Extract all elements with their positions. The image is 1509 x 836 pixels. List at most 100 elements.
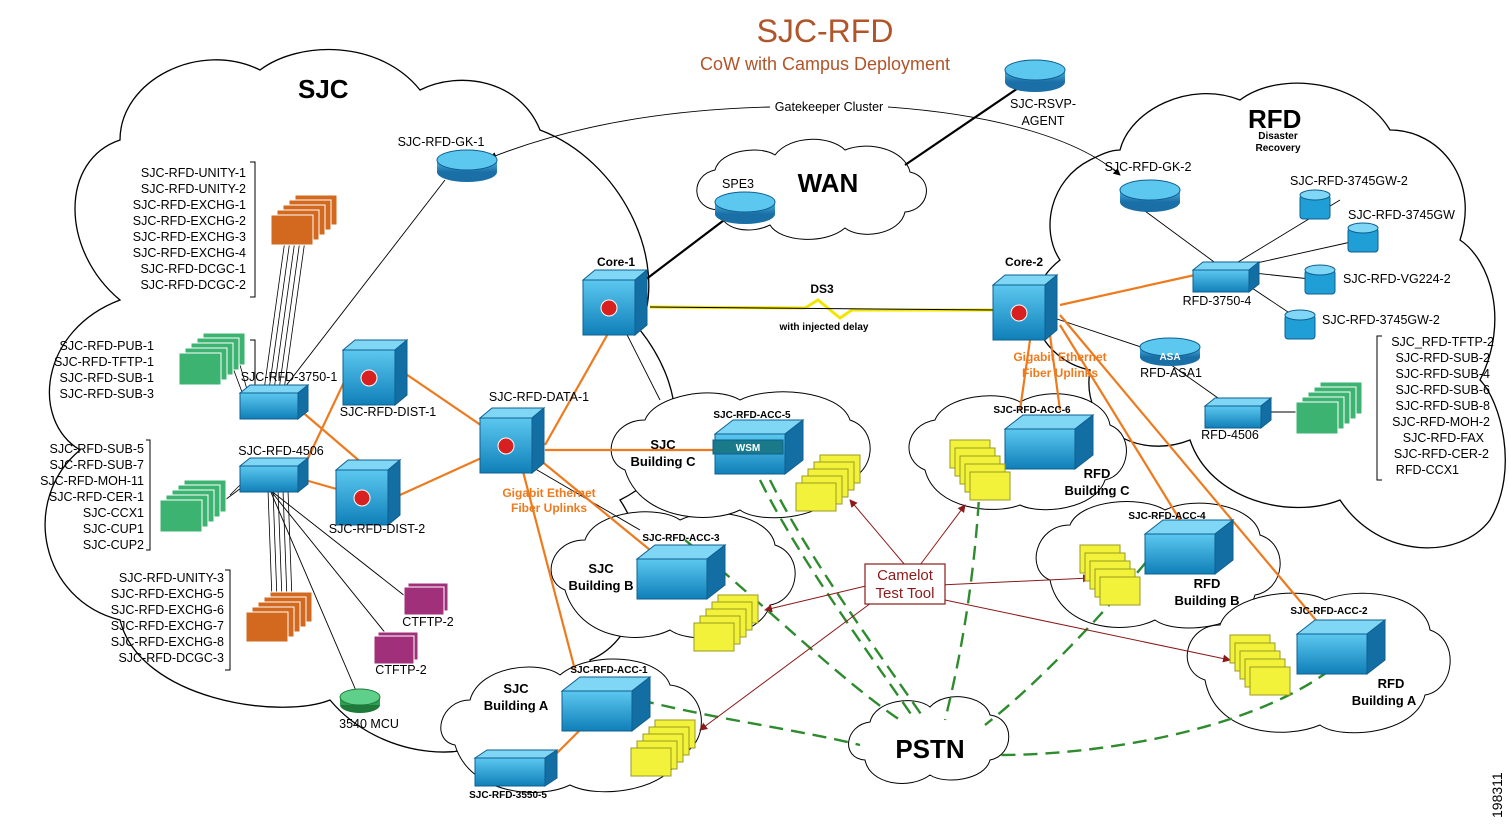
servers-purple-b <box>373 631 419 665</box>
list-item: SJC-RFD-SUB-7 <box>50 458 144 472</box>
ds3-sub-label: with injected delay <box>779 322 869 333</box>
phones-sjc-c <box>795 454 861 512</box>
list-item: SJC-RFD-UNITY-2 <box>141 182 246 196</box>
bld-rfd-c-1: RFD <box>1084 466 1111 481</box>
access-switches <box>238 260 1387 787</box>
region-rfd: RFD <box>1248 104 1301 134</box>
list-item: SJC-RFD-EXCHG-8 <box>111 635 224 649</box>
diagram-title: SJC-RFD <box>757 13 894 49</box>
label-acc2: SJC-RFD-ACC-2 <box>1290 606 1368 617</box>
switch-4506 <box>238 456 310 494</box>
list-item: SJC-RFD-DCGC-1 <box>140 262 246 276</box>
list-item: RFD-CCX1 <box>1396 463 1459 477</box>
asa-firewall <box>1139 337 1201 366</box>
bld-sjc-a-1: SJC <box>503 681 529 696</box>
label-data1: SJC-RFD-DATA-1 <box>489 390 589 404</box>
camelot-arrows <box>699 499 1231 731</box>
label-acc3: SJC-RFD-ACC-3 <box>642 533 720 544</box>
list-pub: SJC-RFD-PUB-1 SJC-RFD-TFTP-1 SJC-RFD-SUB… <box>54 339 154 401</box>
figure-id: 198311 <box>1489 772 1505 818</box>
list-item: SJC-RFD-SUB-8 <box>1396 399 1490 413</box>
label-3750-1: SJC-RFD-3750-1 <box>241 370 338 384</box>
switch-dist2 <box>334 458 402 527</box>
list-item: SJC-RFD-EXCHG-4 <box>133 246 246 260</box>
label-3550: SJC-RFD-3550-5 <box>469 790 547 801</box>
bld-sjc-b-1: SJC <box>588 561 614 576</box>
list-item: SJC-RFD-FAX <box>1403 431 1485 445</box>
router-rsvp <box>1004 59 1066 92</box>
voice-gateways <box>1284 189 1379 340</box>
label-asa: RFD-ASA1 <box>1140 366 1202 380</box>
pstn-dashed-links <box>639 479 1331 757</box>
bld-rfd-b-2: Building B <box>1175 593 1240 608</box>
list-item: SJC-RFD-UNITY-1 <box>141 166 246 180</box>
phones-sjc-a <box>630 719 696 777</box>
switch-data1 <box>478 406 546 475</box>
gateway-3745gw <box>1347 222 1379 253</box>
list-item: SJC-RFD-EXCHG-2 <box>133 214 246 228</box>
servers-orange-top <box>270 194 338 246</box>
switch-acc2 <box>1295 618 1387 676</box>
label-core1: Core-1 <box>597 255 635 269</box>
phones-rfd-c <box>949 439 1011 501</box>
layer3-switches <box>334 268 1059 527</box>
label-rsvp-1: SJC-RSVP- <box>1010 97 1076 111</box>
label-rsvp-2: AGENT <box>1021 114 1064 128</box>
list-item: SJC-RFD-SUB-4 <box>1396 367 1490 381</box>
router-spe3 <box>714 191 776 224</box>
bld-rfd-c-2: Building C <box>1065 483 1131 498</box>
list-unity-bottom: SJC-RFD-UNITY-3 SJC-RFD-EXCHG-5 SJC-RFD-… <box>111 571 224 665</box>
list-item: SJC-RFD-MOH-2 <box>1392 415 1490 429</box>
switch-core1 <box>581 268 649 337</box>
list-item: SJC-RFD-PUB-1 <box>60 339 154 353</box>
switch-acc4 <box>1143 518 1235 576</box>
switch-acc6 <box>1003 413 1095 471</box>
pstn-cloud <box>848 696 1010 784</box>
label-vg224: SJC-RFD-VG224-2 <box>1343 272 1451 286</box>
label-mcu: 3540 MCU <box>339 717 399 731</box>
ds3-label: DS3 <box>810 282 834 296</box>
phone-stacks <box>630 439 1291 777</box>
label-acc5: SJC-RFD-ACC-5 <box>713 410 791 421</box>
phones-rfd-a <box>1229 634 1291 696</box>
gig-right-2: Fiber Uplinks <box>1022 366 1098 380</box>
switch-3550 <box>473 749 559 787</box>
list-item: SJC-RFD-EXCHG-3 <box>133 230 246 244</box>
servers-green-rfd <box>1295 381 1363 435</box>
label-ctftp-b: CTFTP-2 <box>375 663 426 677</box>
bld-sjc-c-2: Building C <box>631 454 697 469</box>
routers <box>339 59 1201 713</box>
gig-left-1: Gigabit Ethernet <box>502 486 595 500</box>
gateway-3745gw-2b <box>1284 309 1316 340</box>
phones-sjc-b <box>693 594 759 652</box>
router-mcu <box>339 688 381 713</box>
router-gk1 <box>436 149 498 182</box>
label-acc6: SJC-RFD-ACC-6 <box>993 405 1071 416</box>
list-item: SJC-RFD-CER-2 <box>1394 447 1489 461</box>
label-gw-3745: SJC-RFD-3745GW <box>1348 208 1455 222</box>
label-rfd3750: RFD-3750-4 <box>1183 294 1252 308</box>
switch-dist1 <box>341 338 409 407</box>
diagram-subtitle: CoW with Campus Deployment <box>700 54 950 74</box>
wsm-badge: WSM <box>736 443 760 454</box>
pstn-label: PSTN <box>895 734 964 764</box>
region-rfd-sub-2: Recovery <box>1255 143 1300 154</box>
servers-green-sub <box>159 479 227 533</box>
label-ctftp-a: CTFTP-2 <box>402 615 453 629</box>
switch-rfd4506 <box>1203 396 1273 430</box>
servers-orange-bottom <box>245 591 313 643</box>
label-core2: Core-2 <box>1005 255 1043 269</box>
list-item: SJC-RFD-EXCHG-5 <box>111 587 224 601</box>
label-dist2: SJC-RFD-DIST-2 <box>329 522 426 536</box>
wsm-module <box>712 439 784 455</box>
label-4506: SJC-RFD-4506 <box>238 444 323 458</box>
router-gk2 <box>1119 179 1181 212</box>
servers-purple-a <box>403 582 449 616</box>
list-item: SJC-RFD-UNITY-3 <box>119 571 224 585</box>
bld-sjc-a-2: Building A <box>484 698 549 713</box>
orange-links <box>299 273 1321 756</box>
label-acc1: SJC-RFD-ACC-1 <box>570 665 648 676</box>
switch-acc1 <box>560 675 652 733</box>
list-item: SJC-RFD-SUB-2 <box>1396 351 1490 365</box>
list-item: SJC-RFD-EXCHG-6 <box>111 603 224 617</box>
